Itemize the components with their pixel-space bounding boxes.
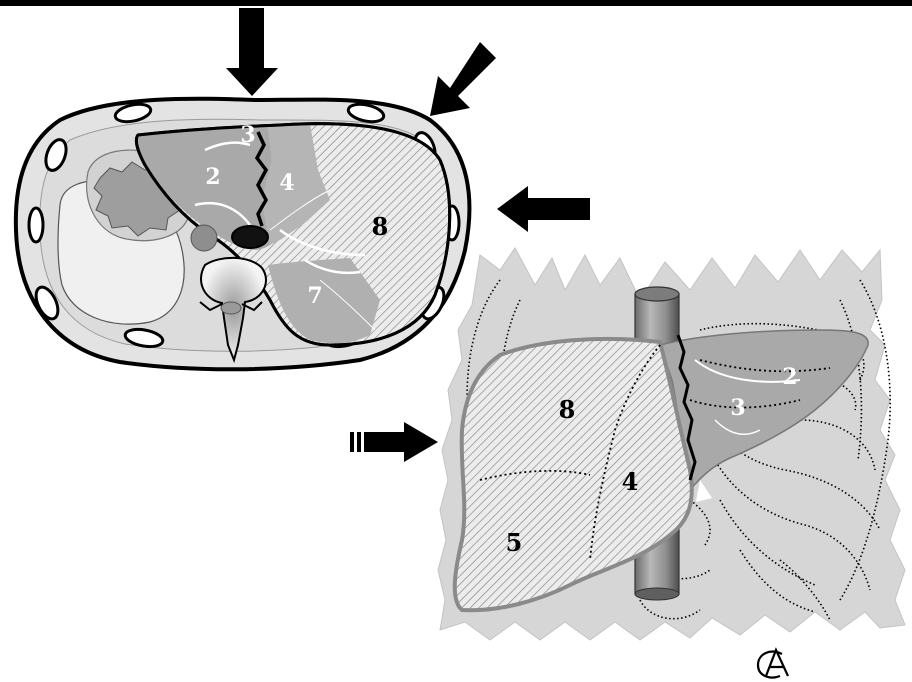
- frontal-view: 2 3 8 4 5: [438, 248, 905, 640]
- frontal-ivc-bottom: [635, 588, 679, 600]
- axial-ivc: [232, 226, 268, 248]
- arrow-right: [497, 186, 590, 232]
- axial-section: 3 2 4 8 7: [16, 99, 470, 370]
- axial-label-seg4: 4: [279, 170, 294, 196]
- axial-aorta: [191, 225, 217, 251]
- arrow-top-right: [430, 42, 496, 116]
- frontal-label-seg2: 2: [782, 364, 797, 390]
- signature-logo: [758, 650, 788, 678]
- arrow-top: [226, 8, 278, 96]
- axial-label-seg7: 7: [307, 283, 322, 309]
- frontal-ivc-top: [635, 287, 679, 301]
- axial-spinal-canal: [221, 302, 241, 314]
- frontal-label-seg4: 4: [622, 467, 639, 496]
- frontal-label-seg8: 8: [559, 395, 576, 424]
- arrow-left-striped: [350, 422, 438, 462]
- frontal-label-seg5: 5: [506, 528, 523, 557]
- axial-label-seg8: 8: [372, 212, 389, 241]
- axial-label-seg3: 3: [240, 122, 255, 148]
- frontal-label-seg3: 3: [730, 395, 745, 421]
- axial-label-seg2: 2: [205, 164, 220, 190]
- top-border: [0, 0, 912, 6]
